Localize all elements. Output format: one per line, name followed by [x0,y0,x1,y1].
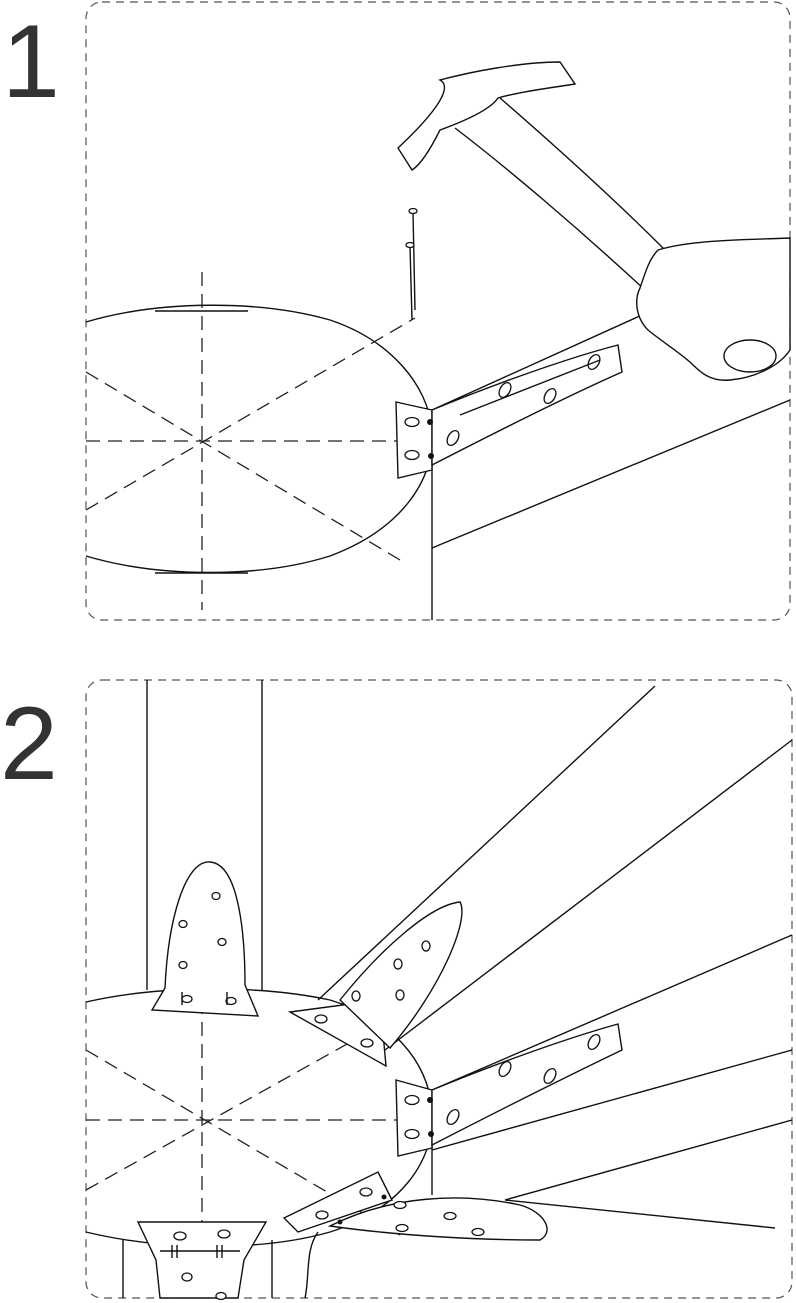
hub-disc [85,304,433,574]
bracket-icon [282,1171,548,1241]
blade-top [146,680,263,990]
step-1-number: 1 [2,4,60,120]
bracket-icon [136,1221,268,1301]
bracket-icon [150,861,260,1017]
hub-centerlines [85,272,430,610]
bracket-icon [395,1023,623,1157]
step-2-frame [85,679,793,1299]
step-2-panel [85,679,793,1301]
nail-icon [405,207,434,459]
hub-centerlines [85,1000,430,1290]
bracket-icon [287,901,463,1068]
step-1-panel [85,1,791,621]
hand-icon [636,237,791,381]
bracket-icon [395,344,623,479]
step-2-number: 2 [0,686,58,802]
step-1-frame [85,1,791,621]
hammer-icon [397,61,666,291]
blades-right [317,685,793,1229]
